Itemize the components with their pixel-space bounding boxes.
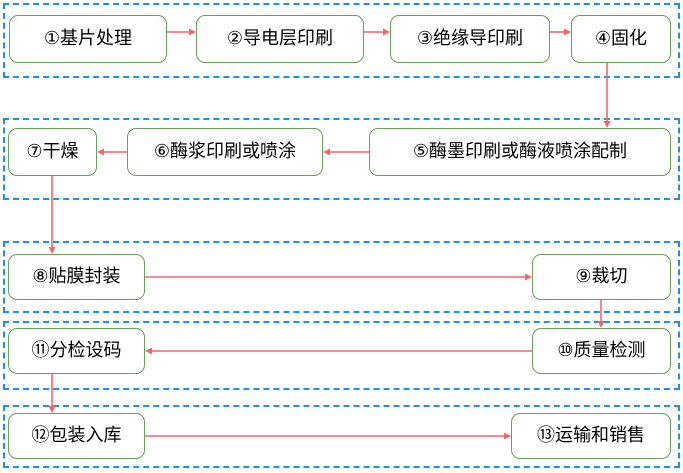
process-node-n11[interactable]: ⑪分检设码: [8, 328, 145, 374]
arrow-11-to-12: [45, 374, 59, 413]
arrow-8-to-9: [145, 270, 532, 284]
arrow-2-to-3: [364, 25, 390, 39]
arrow-3-to-4: [550, 25, 571, 39]
group-row-3: [3, 241, 680, 313]
process-node-label: ①基片处理: [43, 28, 133, 49]
process-node-label: ⑪分检设码: [31, 340, 122, 361]
process-node-label: ⑦干燥: [26, 141, 79, 162]
arrow-10-to-11: [145, 344, 532, 358]
process-node-label: ⑬运输和销售: [537, 425, 645, 446]
process-node-n2[interactable]: ②导电层印刷: [196, 15, 364, 63]
arrow-1-to-2: [167, 25, 196, 39]
process-node-n1[interactable]: ①基片处理: [9, 15, 167, 63]
group-row-1: [3, 3, 680, 78]
arrow-6-to-7: [97, 145, 127, 159]
process-node-label: ④固化: [594, 28, 648, 49]
arrow-12-to-13: [145, 429, 511, 443]
process-node-label: ⑧贴膜封装: [32, 266, 121, 287]
process-node-label: ③绝缘导印刷: [416, 28, 524, 49]
process-node-n12[interactable]: ⑫包装入库: [8, 413, 145, 459]
process-node-n8[interactable]: ⑧贴膜封装: [8, 254, 145, 300]
process-node-n13[interactable]: ⑬运输和销售: [511, 413, 671, 459]
arrow-4-to-5: [600, 63, 614, 128]
process-node-n10[interactable]: ⑩质量检测: [532, 328, 671, 374]
arrow-9-to-10: [594, 300, 608, 328]
group-row-4: [3, 321, 680, 390]
process-node-n9[interactable]: ⑨裁切: [532, 254, 671, 300]
process-node-n6[interactable]: ⑥酶浆印刷或喷涂: [127, 128, 323, 176]
process-node-n5[interactable]: ⑤酶墨印刷或酶液喷涂配制: [369, 128, 671, 176]
process-node-n4[interactable]: ④固化: [571, 15, 671, 63]
process-node-n7[interactable]: ⑦干燥: [8, 128, 97, 176]
process-node-label: ⑨裁切: [575, 266, 628, 287]
group-row-2: [3, 118, 680, 200]
group-row-5: [3, 405, 680, 468]
process-node-n3[interactable]: ③绝缘导印刷: [390, 15, 550, 63]
process-node-label: ②导电层印刷: [226, 28, 334, 49]
process-node-label: ⑫包装入库: [31, 425, 122, 446]
arrow-7-to-8: [45, 176, 59, 254]
process-node-label: ⑥酶浆印刷或喷涂: [153, 141, 297, 162]
arrow-5-to-6: [323, 145, 369, 159]
process-node-label: ⑩质量检测: [557, 340, 646, 361]
process-node-label: ⑤酶墨印刷或酶液喷涂配制: [412, 141, 628, 162]
